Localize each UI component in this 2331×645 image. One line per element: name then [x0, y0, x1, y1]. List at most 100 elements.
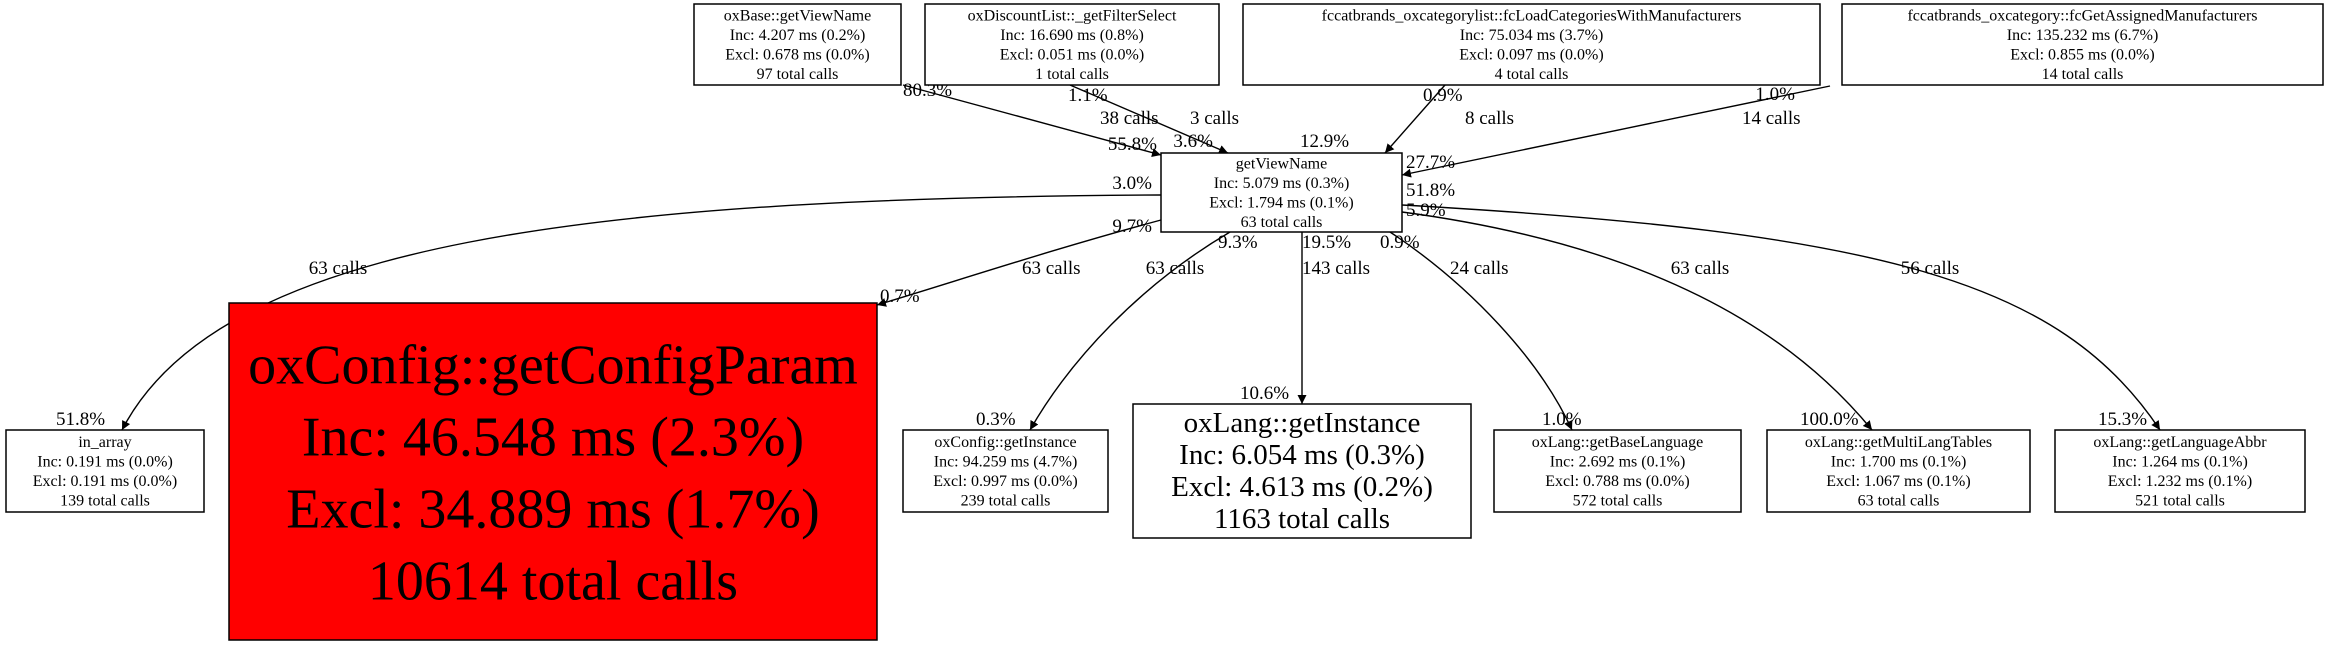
- edge-source-percent: 9.3%: [1218, 232, 1258, 253]
- edge-getviewname-to-getconfigparam: 9.7% 63 calls 0.7%: [876, 216, 1162, 307]
- edge-line: [902, 84, 1162, 157]
- edge-calls-label: 63 calls: [1022, 258, 1081, 279]
- edge-getviewname-to-inarray: 3.0% 63 calls 51.8%: [56, 173, 1162, 431]
- node-function-name: fccatbrands_oxcategory::fcGetAssignedMan…: [1907, 8, 2257, 25]
- node-inclusive-time: Inc: 16.690 ms (0.8%): [1000, 27, 1144, 44]
- node-exclusive-time: Excl: 1.067 ms (0.1%): [1826, 473, 1970, 490]
- node-inclusive-time: Inc: 1.700 ms (0.1%): [1831, 454, 1967, 471]
- node-box: [228, 302, 878, 641]
- node-total-calls: 14 total calls: [2042, 66, 2124, 83]
- edge-target-percent: 51.8%: [56, 409, 105, 430]
- node-box: [5, 429, 205, 513]
- node-total-calls: 10614 total calls: [368, 551, 738, 613]
- node-exclusive-time: Excl: 0.678 ms (0.0%): [725, 47, 869, 64]
- node-exclusive-time: Excl: 4.613 ms (0.2%): [1171, 471, 1433, 503]
- edge-source-percent: 51.8%: [1406, 180, 1455, 201]
- edge-target-percent: 55.8%: [1108, 134, 1157, 155]
- edge-target-percent: 12.9%: [1300, 131, 1349, 152]
- edge-calls-label: 56 calls: [1901, 258, 1960, 279]
- edge-line: [1401, 85, 1831, 178]
- edge-source-percent: 0.9%: [1380, 232, 1420, 253]
- edge-getviewname-to-baselanguage: 0.9% 24 calls 1.0%: [1380, 231, 1582, 431]
- node-box: [902, 429, 1109, 513]
- node-fccatlist[interactable]: fccatbrands_oxcategorylist::fcLoadCatego…: [1242, 3, 1821, 86]
- node-total-calls: 97 total calls: [757, 66, 839, 83]
- edge-calls-label: 63 calls: [1671, 258, 1730, 279]
- edge-source-percent: 19.5%: [1302, 232, 1351, 253]
- edge-line: [876, 219, 1162, 307]
- node-inclusive-time: Inc: 2.692 ms (0.1%): [1550, 454, 1686, 471]
- edge-line: [1401, 204, 2161, 431]
- node-total-calls: 139 total calls: [60, 493, 150, 510]
- edge-target-percent: 0.7%: [880, 286, 920, 307]
- edge-target-percent: 1.0%: [1542, 409, 1582, 430]
- edge-line: [1389, 231, 1573, 431]
- node-exclusive-time: Excl: 0.191 ms (0.0%): [33, 473, 177, 490]
- node-box: [1766, 429, 2031, 513]
- node-total-calls: 63 total calls: [1241, 214, 1323, 231]
- node-inclusive-time: Inc: 6.054 ms (0.3%): [1179, 439, 1425, 471]
- edge-getviewname-to-configinstance: 9.3% 63 calls 0.3%: [976, 231, 1258, 431]
- node-total-calls: 1163 total calls: [1214, 503, 1390, 535]
- node-total-calls: 572 total calls: [1573, 493, 1663, 510]
- edge-calls-label: 3 calls: [1190, 108, 1239, 129]
- node-box: [693, 3, 902, 86]
- node-function-name: oxLang::getInstance: [1184, 407, 1421, 439]
- edge-fccatlist-to-getviewname: 0.9%8 calls 12.9%: [1300, 84, 1514, 154]
- node-box: [1841, 3, 2324, 86]
- node-inclusive-time: Inc: 75.034 ms (3.7%): [1460, 27, 1604, 44]
- node-function-name: oxDiscountList::_getFilterSelect: [968, 8, 1177, 25]
- edge-target-percent: 0.3%: [976, 409, 1016, 430]
- edge-calls-label: 14 calls: [1742, 108, 1801, 129]
- edge-calls-label: 38 calls: [1100, 108, 1159, 129]
- edge-target-percent: 15.3%: [2098, 409, 2147, 430]
- node-box: [924, 3, 1220, 86]
- node-function-name: in_array: [78, 434, 131, 451]
- edge-calls-label: 63 calls: [1146, 258, 1205, 279]
- edge-source-percent: 5.9%: [1406, 200, 1446, 221]
- edge-source-percent: 9.7%: [1112, 216, 1152, 237]
- edge-source-percent: 3.0%: [1112, 173, 1152, 194]
- node-inclusive-time: Inc: 5.079 ms (0.3%): [1214, 175, 1350, 192]
- edge-target-percent: 10.6%: [1240, 383, 1289, 404]
- edge-source-percent: 0.9%: [1423, 85, 1463, 106]
- edge-calls-label: 143 calls: [1302, 258, 1370, 279]
- edge-line: [1069, 84, 1229, 154]
- edge-calls-label: 24 calls: [1450, 258, 1509, 279]
- node-total-calls: 63 total calls: [1858, 493, 1940, 510]
- node-exclusive-time: Excl: 1.794 ms (0.1%): [1209, 195, 1353, 212]
- node-exclusive-time: Excl: 0.855 ms (0.0%): [2010, 47, 2154, 64]
- node-box: [1242, 3, 1821, 86]
- node-inclusive-time: Inc: 4.207 ms (0.2%): [730, 27, 866, 44]
- edge-line: [1384, 84, 1446, 154]
- node-function-name: oxLang::getMultiLangTables: [1805, 434, 1992, 451]
- node-function-name: getViewName: [1236, 156, 1327, 173]
- edge-target-percent: 27.7%: [1406, 152, 1455, 173]
- node-exclusive-time: Excl: 0.997 ms (0.0%): [933, 473, 1077, 490]
- node-exclusive-time: Excl: 34.889 ms (1.7%): [286, 479, 819, 541]
- node-fccat[interactable]: fccatbrands_oxcategory::fcGetAssignedMan…: [1841, 3, 2324, 86]
- node-function-name: oxBase::getViewName: [724, 8, 871, 25]
- edge-line: [1401, 211, 1873, 431]
- edge-calls-label: 8 calls: [1465, 108, 1514, 129]
- node-exclusive-time: Excl: 0.051 ms (0.0%): [1000, 47, 1144, 64]
- node-box: [1493, 429, 1742, 513]
- node-function-name: fccatbrands_oxcategorylist::fcLoadCatego…: [1322, 8, 1742, 25]
- node-inclusive-time: Inc: 46.548 ms (2.3%): [302, 407, 804, 469]
- edge-target-percent: 3.6%: [1173, 131, 1213, 152]
